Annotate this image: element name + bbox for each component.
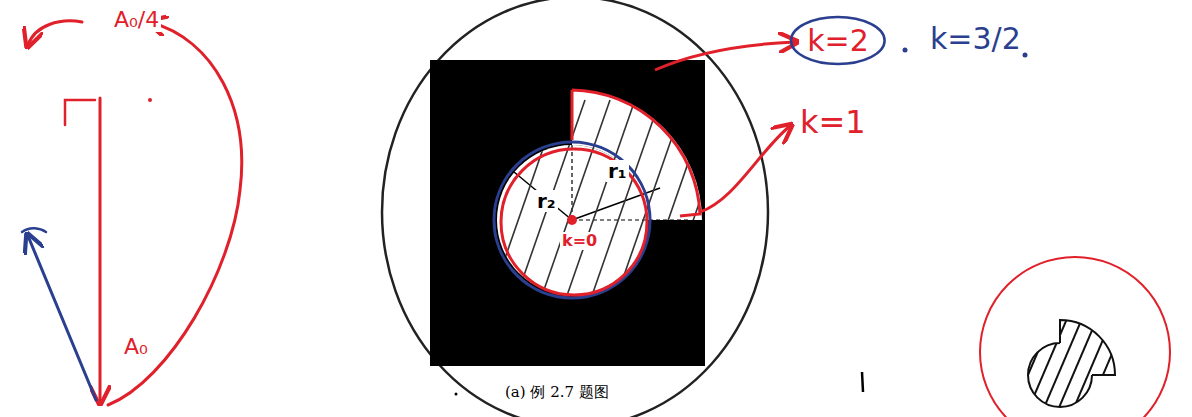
phasor-line (28, 236, 96, 400)
ellipse-outline (791, 17, 885, 64)
annotation: k=3/2 (930, 22, 1021, 55)
right-angle-mark (65, 100, 95, 125)
dot (1023, 53, 1028, 58)
annotation: k=1 (800, 105, 866, 140)
circled-annotation: k=2 (793, 17, 883, 64)
phasor-line (99, 98, 102, 402)
dot (903, 48, 908, 53)
radius-label: r₂ (535, 190, 558, 212)
phasor-tick (22, 228, 46, 232)
leader-arrow (655, 42, 795, 70)
node-text: k=2 (807, 23, 869, 58)
leader-arrow (700, 126, 790, 212)
region-label: k=0 (560, 232, 599, 250)
zoom-circle (980, 257, 1170, 417)
caption: (a) 例 2.7 题图 (505, 384, 609, 401)
figure-background (430, 60, 705, 366)
phasor-sketch (22, 21, 242, 405)
radius-label: r₁ (606, 160, 629, 182)
dot (148, 98, 152, 102)
phasor-arc (108, 22, 242, 405)
dot (455, 393, 458, 396)
phasor-label: A₀ (122, 335, 150, 359)
phasor-arc (28, 21, 82, 45)
outline-strokes (494, 90, 700, 298)
phasor-label: A₀/4 (112, 8, 161, 32)
stroke-mark (862, 372, 863, 392)
region-sketch (1010, 300, 1135, 417)
